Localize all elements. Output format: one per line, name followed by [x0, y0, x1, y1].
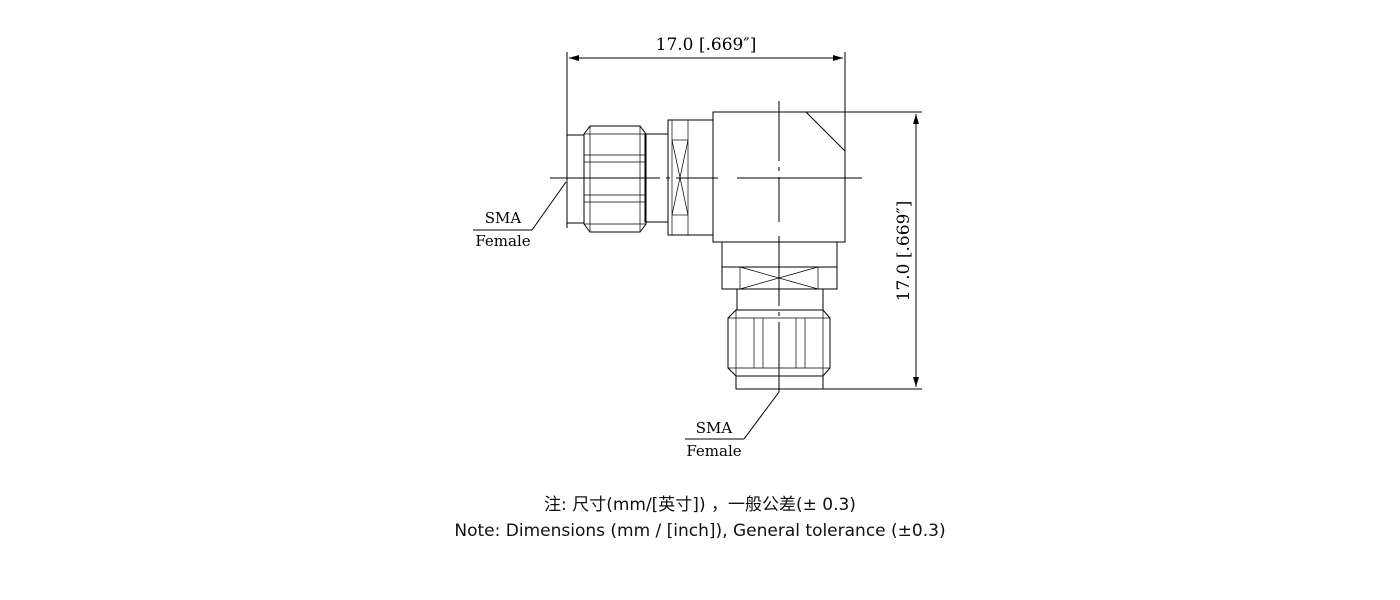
- connector-drawing: 17.0 [.669″] 17.0 [.669″]: [473, 35, 922, 460]
- left-leader-line: [531, 181, 567, 231]
- note-chinese: 注: 尺寸(mm/[英寸]) ，一般公差(± 0.3): [544, 495, 856, 515]
- bottom-label-type: SMA: [696, 419, 733, 437]
- notes-block: 注: 尺寸(mm/[英寸]) ，一般公差(± 0.3) Note: Dimens…: [0, 492, 1400, 544]
- height-dimension: 17.0 [.669″]: [780, 111, 922, 390]
- height-dimension-text: 17.0 [.669″]: [894, 201, 914, 302]
- left-label-type: SMA: [485, 209, 522, 227]
- bottom-label-gender: Female: [686, 442, 741, 460]
- bottom-leader-line: [743, 391, 780, 440]
- note-english: Note: Dimensions (mm / [inch]), General …: [454, 521, 946, 541]
- width-dimension: 17.0 [.669″]: [566, 35, 846, 228]
- left-connector-label: SMA Female: [473, 181, 567, 250]
- center-lines: [550, 101, 862, 396]
- bottom-connector-label: SMA Female: [685, 391, 780, 460]
- width-dimension-text: 17.0 [.669″]: [656, 35, 757, 55]
- left-label-gender: Female: [475, 232, 530, 250]
